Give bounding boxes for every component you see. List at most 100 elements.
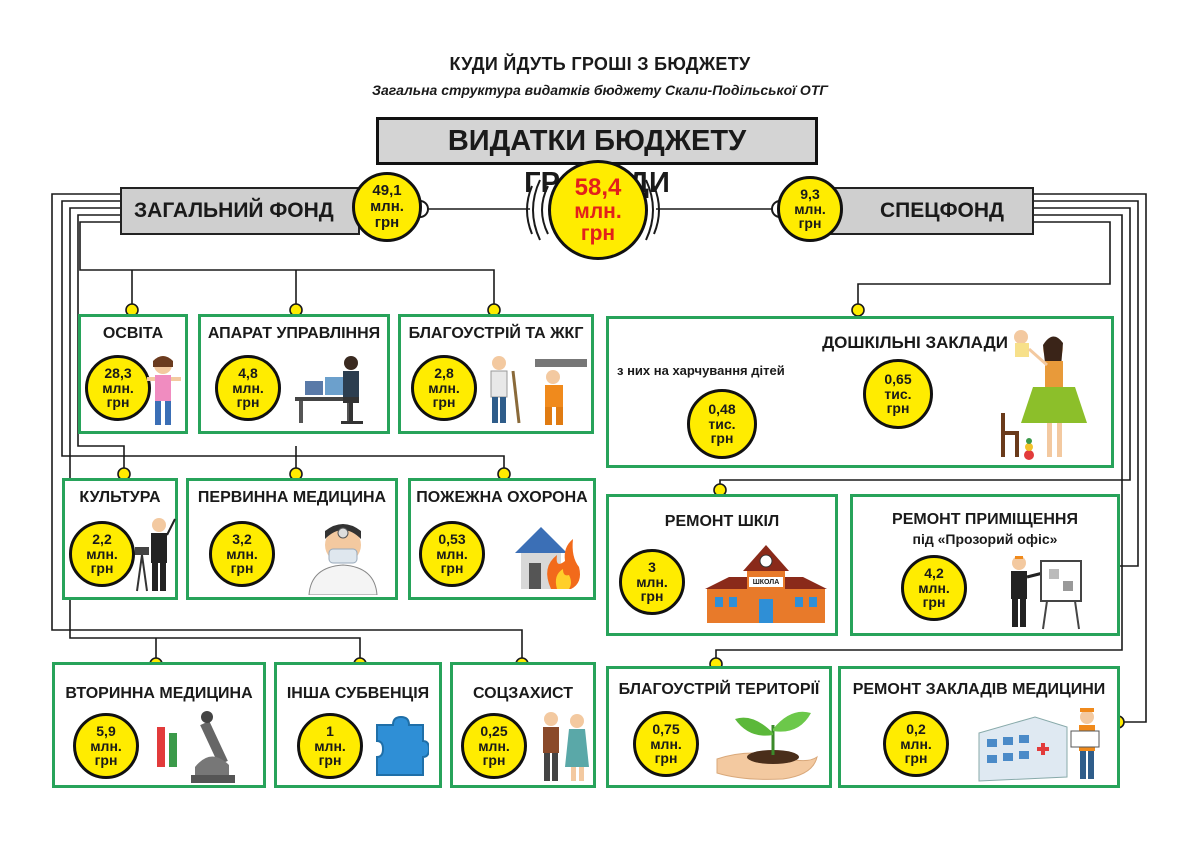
coin-value: 2,2 [92,530,112,547]
office-worker-icon [295,356,363,424]
coin-value: 3,2 [232,530,252,547]
coin-value: 1 [326,722,334,739]
coin-currency: грн [432,394,456,411]
card-school-repair-title: РЕМОНТ ШКІЛ [664,513,780,530]
card-social-protection-coin: 0,25 млн. грн [461,713,527,779]
mother-child-icon [1001,330,1087,460]
card-medical-repair-title: РЕМОНТ ЗАКЛАДІВ МЕДИЦИНИ [852,681,1106,698]
general-fund-coin: 49,1 млн. грн [352,172,422,242]
doctor-icon [308,524,378,595]
card-office-repair-title: РЕМОНТ ПРИМІЩЕННЯ [892,511,1078,528]
card-primary-medicine: ПЕРВИННА МЕДИЦИНА 3,2 млн. грн [186,478,398,600]
card-administration: АПАРАТ УПРАВЛІННЯ 4,8 млн. грн [198,314,390,434]
schoolgirl-icon [147,356,181,425]
coin-unit: млн. [918,579,950,596]
house-fire-icon [515,527,580,589]
card-improvement-utilities-coin: 2,8 млн. грн [411,355,477,421]
card-improvement-utilities-title: БЛАГОУСТРІЙ ТА ЖКГ [408,325,584,342]
card-social-protection-title: СОЦЗАХИСТ [473,685,573,702]
card-primary-medicine-coin: 3,2 млн. грн [209,521,275,587]
coin-unit: млн. [314,737,346,754]
coin-value: 4,8 [238,364,258,381]
coin-unit: млн. [86,545,118,562]
card-secondary-medicine: ВТОРИННА МЕДИЦИНА 5,9 млн. грн [52,662,266,788]
card-territory-improvement-coin: 0,75 млн. грн [633,711,699,777]
total-unit: млн. [574,199,622,223]
coin-unit: тис. [708,415,736,432]
card-administration-coin: 4,8 млн. грн [215,355,281,421]
total-currency: грн [580,221,616,245]
coin-unit: млн. [900,735,932,752]
card-social-protection: СОЦЗАХИСТ 0,25 млн. грн [450,662,596,788]
coin-currency: грн [904,750,928,767]
special-fund-currency: грн [798,215,822,232]
school-sign: ШКОЛА [752,579,780,586]
general-fund-unit: млн. [370,198,404,216]
conductor-icon [135,518,176,592]
plant-in-hand-icon [716,711,818,780]
elderly-couple-icon [543,712,589,781]
card-primary-medicine-title: ПЕРВИННА МЕДИЦИНА [197,489,387,506]
card-territory-improvement-title: БЛАГОУСТРІЙ ТЕРИТОРІЇ [618,681,820,698]
card-administration-title: АПАРАТ УПРАВЛІННЯ [207,325,381,342]
card-other-subvention-coin: 1 млн. грн [297,713,363,779]
card-office-repair-coin: 4,2 млн. грн [901,555,967,621]
special-fund-value: 9,3 [800,185,820,202]
coin-currency: грн [482,752,506,769]
school-building-icon [705,545,827,623]
workers-icon [490,356,587,425]
preschool-coin: 0,65 тис. грн [863,359,933,429]
coin-currency: грн [236,394,260,411]
card-culture-title: КУЛЬТУРА [79,489,161,506]
coin-value: 0,65 [884,370,912,387]
card-secondary-medicine-coin: 5,9 млн. грн [73,713,139,779]
coin-currency: грн [106,394,130,411]
card-preschool-title: ДОШКІЛЬНІ ЗАКЛАДИ [822,333,1008,352]
page-subtitle: Загальна структура видатків бюджету Скал… [372,82,828,98]
hospital-icon [978,708,1100,782]
card-culture-coin: 2,2 млн. грн [69,521,135,587]
presenter-icon [1011,556,1082,630]
card-other-subvention-title: ІНША СУБВЕНЦІЯ [286,685,430,702]
total-coin: 58,4 млн. грн [548,160,648,260]
general-fund-label: ЗАГАЛЬНИЙ ФОНД [134,199,334,222]
card-education-title: ОСВІТА [102,325,164,342]
card-territory-improvement: БЛАГОУСТРІЙ ТЕРИТОРІЇ 0,75 млн. грн [606,666,832,788]
coin-currency: грн [94,752,118,769]
coin-unit: млн. [436,545,468,562]
coin-currency: грн [710,430,734,447]
card-preschool: ДОШКІЛЬНІ ЗАКЛАДИ з них на харчування ді… [606,316,1114,468]
coin-unit: млн. [478,737,510,754]
coin-unit: тис. [884,385,912,402]
coin-currency: грн [318,752,342,769]
card-education-coin: 28,3 млн. грн [85,355,151,421]
card-office-repair-subtitle: під «Прозорий офіс» [912,531,1058,547]
coin-unit: млн. [232,379,264,396]
special-fund-label: СПЕЦФОНД [880,199,1004,222]
card-fire-protection: ПОЖЕЖНА ОХОРОНА 0,53 млн. грн [408,478,596,600]
card-medical-repair: РЕМОНТ ЗАКЛАДІВ МЕДИЦИНИ 0,2 млн. грн [838,666,1120,788]
coin-value: 5,9 [96,722,116,739]
coin-value: 3 [648,558,656,575]
card-office-repair: РЕМОНТ ПРИМІЩЕННЯ під «Прозорий офіс» 4,… [850,494,1120,636]
special-fund-coin: 9,3 млн. грн [777,176,843,242]
preschool-food-coin: 0,48 тис. грн [687,389,757,459]
card-improvement-utilities: БЛАГОУСТРІЙ ТА ЖКГ 2,8 млн. грн [398,314,594,434]
coin-currency: грн [90,560,114,577]
coin-currency: грн [230,560,254,577]
coin-value: 0,75 [652,720,680,737]
total-value: 58,4 [574,174,622,202]
general-fund-currency: грн [374,213,400,231]
coin-unit: млн. [428,379,460,396]
coin-value: 2,8 [434,364,454,381]
coin-unit: млн. [636,573,668,590]
coin-unit: млн. [102,379,134,396]
card-fire-protection-title: ПОЖЕЖНА ОХОРОНА [416,489,588,506]
card-other-subvention: ІНША СУБВЕНЦІЯ 1 млн. грн [274,662,442,788]
coin-currency: грн [886,400,910,417]
page-title: КУДИ ЙДУТЬ ГРОШІ З БЮДЖЕТУ [449,54,751,74]
coin-value: 0,2 [906,720,926,737]
coin-currency: грн [922,594,946,611]
card-medical-repair-coin: 0,2 млн. грн [883,711,949,777]
